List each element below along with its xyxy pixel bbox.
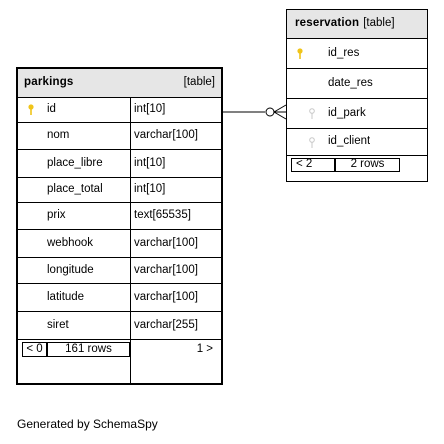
- column-name: date_res: [328, 76, 373, 89]
- column-name: nom: [47, 129, 70, 142]
- parkings-header: parkings [table]: [18, 69, 221, 98]
- column-type: varchar[100]: [130, 284, 221, 311]
- column-row-id-client: id_client: [287, 129, 427, 156]
- table-title: reservation [table]: [295, 10, 423, 38]
- column-row-latitude: latitude varchar[100]: [18, 284, 221, 312]
- children-count[interactable]: 1 >: [130, 340, 221, 359]
- column-name: siret: [47, 318, 69, 331]
- reservation-header: reservation [table]: [287, 10, 427, 39]
- column-row-webhook: webhook varchar[100]: [18, 230, 221, 258]
- column-row-siret: siret varchar[255]: [18, 312, 221, 340]
- row-count: 161 rows: [47, 342, 130, 357]
- column-name: id: [47, 103, 56, 116]
- footer-type-divider: [130, 359, 131, 383]
- column-name: id_res: [328, 46, 360, 59]
- foreign-key-icon: [309, 137, 315, 148]
- parents-count[interactable]: < 0: [22, 342, 47, 357]
- column-type: text[65535]: [130, 203, 221, 229]
- column-row-longitude: longitude varchar[100]: [18, 258, 221, 284]
- primary-key-icon: [297, 48, 303, 59]
- parents-count[interactable]: < 2: [291, 158, 335, 172]
- relationship-connector: [221, 104, 287, 120]
- column-type: varchar[100]: [130, 230, 221, 257]
- column-row-id-res: id_res: [287, 39, 427, 69]
- column-name: place_libre: [47, 156, 103, 169]
- column-type: varchar[100]: [130, 123, 221, 149]
- table-name: parkings: [24, 76, 74, 89]
- column-name: latitude: [47, 290, 85, 303]
- column-name: id_park: [328, 106, 366, 119]
- reservation-table[interactable]: reservation [table] id_res date_res id_p…: [286, 9, 428, 182]
- column-type: int[10]: [130, 98, 221, 122]
- column-type: varchar[255]: [130, 312, 221, 339]
- column-name: place_total: [47, 183, 103, 196]
- column-name: longitude: [47, 263, 94, 276]
- column-row-id: id int[10]: [18, 98, 221, 123]
- column-row-date-res: date_res: [287, 69, 427, 99]
- parkings-footer: < 0 161 rows 1 >: [18, 340, 221, 383]
- parkings-table[interactable]: parkings [table] id int[10] nom varchar[…: [16, 67, 223, 385]
- column-row-place-libre: place_libre int[10]: [18, 150, 221, 178]
- column-row-prix: prix text[65535]: [18, 203, 221, 230]
- table-name: reservation: [295, 17, 360, 30]
- column-row-nom: nom varchar[100]: [18, 123, 221, 150]
- primary-key-icon: [28, 104, 34, 115]
- row-count: 2 rows: [335, 158, 400, 172]
- column-row-place-total: place_total int[10]: [18, 178, 221, 203]
- column-type: int[10]: [130, 178, 221, 202]
- reservation-footer: < 2 2 rows: [287, 156, 427, 182]
- column-name: prix: [47, 209, 66, 222]
- column-type: int[10]: [130, 150, 221, 177]
- generator-caption: Generated by SchemaSpy: [17, 417, 158, 431]
- foreign-key-icon: [309, 108, 315, 119]
- column-row-id-park: id_park: [287, 99, 427, 129]
- table-kind: [table]: [363, 17, 395, 30]
- table-kind: [table]: [183, 76, 215, 89]
- column-name: webhook: [47, 236, 94, 249]
- column-type: varchar[100]: [130, 258, 221, 283]
- column-name: id_client: [328, 135, 371, 148]
